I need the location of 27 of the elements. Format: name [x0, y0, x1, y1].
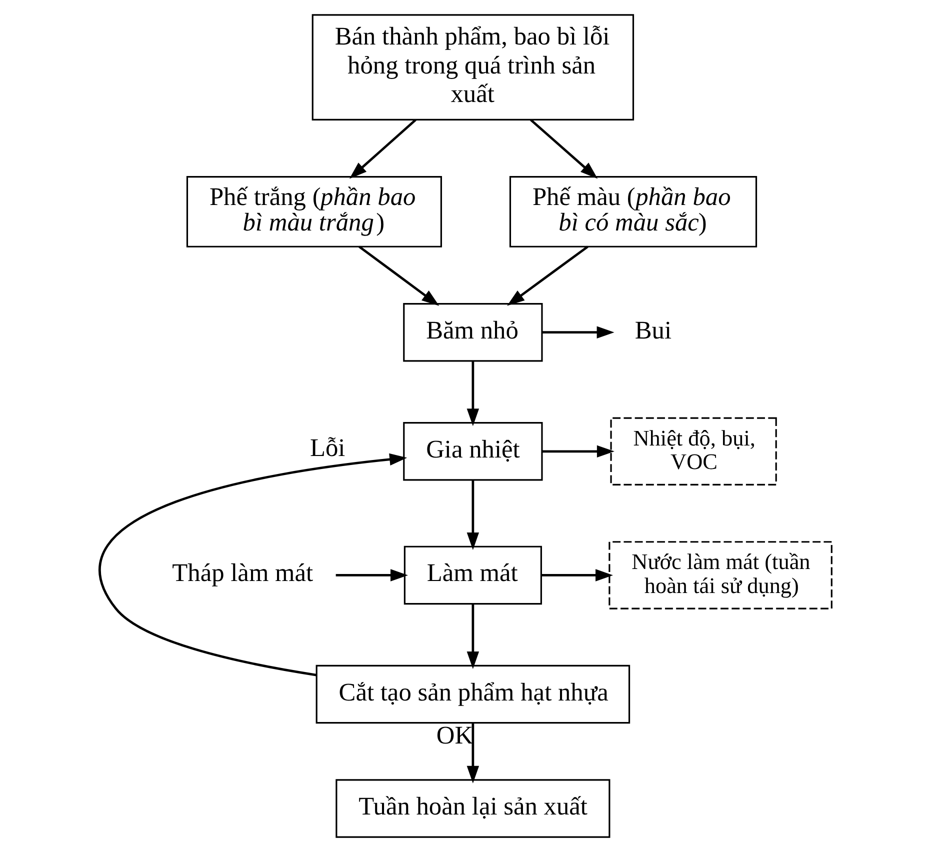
node-box: Tuần hoàn lại sản xuất — [335, 779, 610, 838]
node-box: Băm nhỏ — [402, 303, 542, 362]
arrow — [542, 445, 614, 458]
node-box: Nước làm mát (tuần hoàn tái sử dụng) — [608, 541, 832, 610]
arrow — [542, 326, 614, 338]
node-box: Gia nhiệt — [402, 422, 542, 481]
node-box: Cắt tạo sản phẩm hạt nhựa — [315, 664, 630, 724]
node-text: Bui — [634, 316, 672, 344]
edge-label: Lỗi — [309, 434, 345, 462]
arrow — [466, 723, 479, 784]
node-box: Nhiệt độ, bụi, VOC — [610, 417, 776, 486]
arrow — [466, 361, 479, 426]
arrow — [541, 569, 612, 582]
node-text: Tháp làm mát — [172, 559, 313, 588]
arrow — [466, 480, 479, 550]
arrow — [335, 569, 408, 582]
arrow — [506, 246, 588, 306]
node-box: Phế màu (phần bao bì có màu sắc) — [508, 176, 757, 248]
node-box: Bán thành phẩm, bao bì lỗi hỏng trong quá trình sản xuất — [311, 14, 634, 120]
node-box: Làm mát — [403, 546, 542, 605]
edge-label: OK — [436, 721, 473, 750]
node-box: Phế trắng (phần bao bì màu trắng) — [186, 176, 442, 248]
arrow — [358, 246, 439, 306]
arrow — [98, 453, 407, 676]
arrow — [466, 604, 479, 669]
arrow — [530, 118, 598, 179]
arrow — [348, 118, 416, 179]
